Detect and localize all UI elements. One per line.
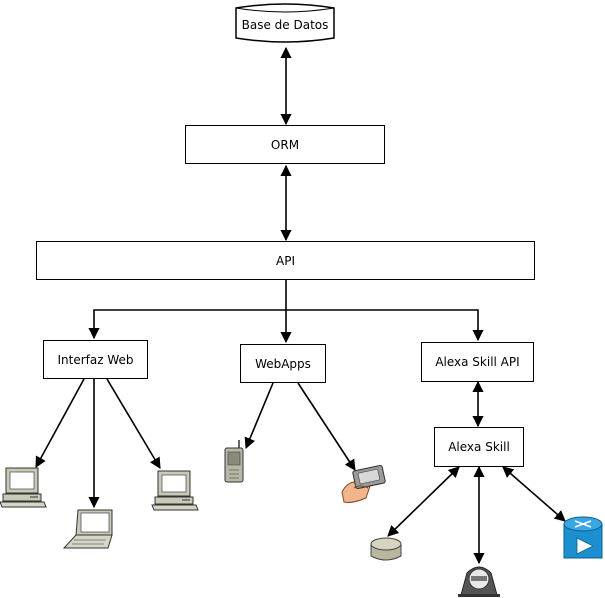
desktop-computer-icon xyxy=(151,470,199,511)
webapp-client-arrow-1 xyxy=(244,382,274,450)
webapps-box: WebApps xyxy=(240,344,326,383)
alexa-skill-box: Alexa Skill xyxy=(434,427,524,467)
alexa-client-arrow-3 xyxy=(502,466,566,522)
mobile-phone-icon xyxy=(224,440,244,483)
api-alexa-api-arrow xyxy=(286,309,484,342)
echo-dot-speaker-icon xyxy=(370,537,402,561)
database-shape xyxy=(235,3,335,43)
desktop-computer-icon xyxy=(0,467,47,508)
web-client-arrow-3 xyxy=(106,378,161,469)
webapp-client-arrow-2 xyxy=(297,382,356,471)
api-box: API xyxy=(36,241,535,280)
echo-spot-device-icon xyxy=(458,566,500,597)
alexa-skill-api-box: Alexa Skill API xyxy=(421,342,534,382)
alexa-client-arrow-1 xyxy=(387,466,460,537)
web-client-arrow-1 xyxy=(35,378,85,468)
orm-box: ORM xyxy=(185,125,385,164)
laptop-icon xyxy=(62,509,113,549)
database-label: Base de Datos xyxy=(241,18,329,32)
media-router-icon xyxy=(563,516,603,559)
hand-held-device-icon xyxy=(341,464,386,503)
api-web-arrow xyxy=(88,309,286,340)
connectors xyxy=(35,46,566,565)
web-interface-box: Interfaz Web xyxy=(43,340,148,379)
